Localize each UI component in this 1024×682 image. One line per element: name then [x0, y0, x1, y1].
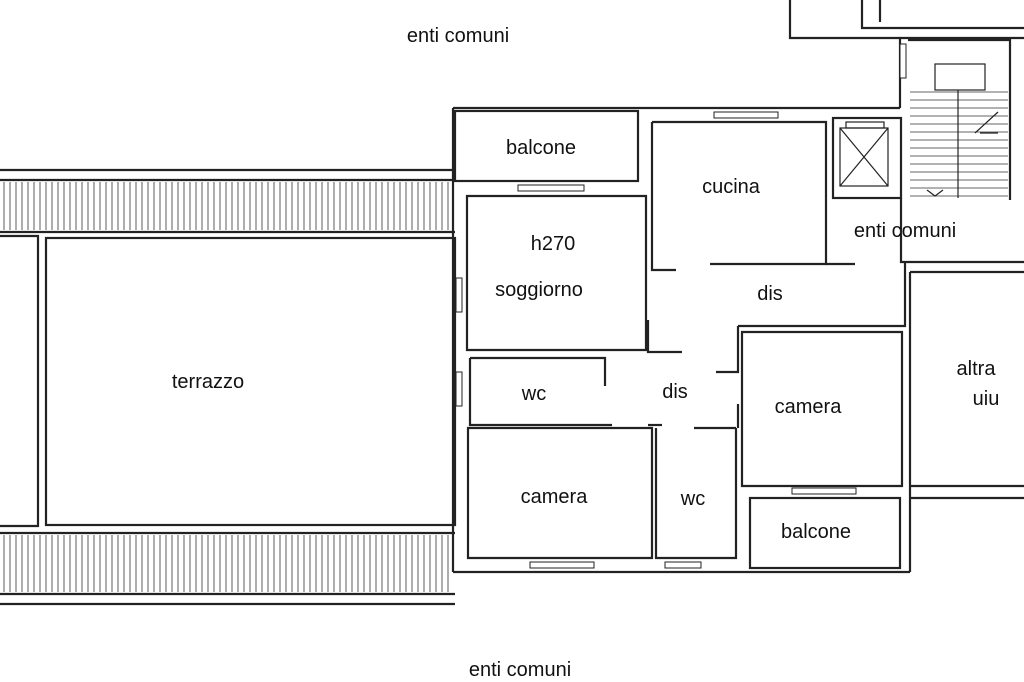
label-camera-left: camera: [521, 486, 589, 508]
label-enti-comuni-bottom: enti comuni: [469, 659, 571, 681]
label-enti-comuni-top: enti comuni: [407, 25, 509, 47]
label-dis-lower: dis: [662, 381, 688, 403]
label-height: h270: [531, 233, 576, 255]
label-balcone-bottom: balcone: [781, 521, 851, 543]
label-cucina: cucina: [702, 176, 761, 198]
staircase: [908, 38, 1012, 200]
label-wc-right: wc: [680, 488, 705, 510]
label-wc-left: wc: [521, 383, 546, 405]
lift-shaft: [831, 116, 903, 200]
label-altra: altra: [957, 358, 997, 380]
terrazzo-area: [0, 168, 457, 606]
windows: [455, 43, 907, 569]
label-soggiorno: soggiorno: [495, 279, 583, 301]
label-dis-upper: dis: [757, 283, 783, 305]
label-balcone-top: balcone: [506, 137, 576, 159]
apartment-walls: [451, 106, 1024, 574]
label-terrazzo: terrazzo: [172, 371, 244, 393]
label-enti-comuni-right: enti comuni: [854, 220, 956, 242]
label-camera-right: camera: [775, 396, 843, 418]
label-uiu: uiu: [973, 388, 1000, 410]
room-labels: enti comuni balcone cucina enti comuni h…: [172, 25, 999, 681]
